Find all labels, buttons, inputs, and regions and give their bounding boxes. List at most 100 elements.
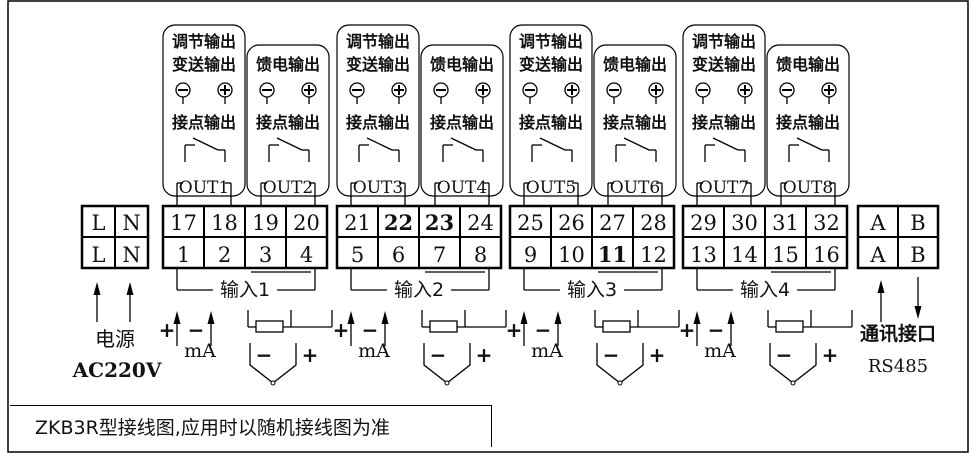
terminal-number[interactable]: 29: [690, 211, 717, 235]
output-box-outline: [162, 24, 246, 197]
arrow-head: [554, 311, 562, 324]
terminal-number[interactable]: 13: [690, 243, 717, 267]
terminal-number[interactable]: 11: [598, 242, 627, 267]
ma-minus-arrow: [727, 311, 735, 346]
terminal-number[interactable]: 20: [293, 211, 320, 235]
terminal-number[interactable]: 12: [640, 243, 667, 267]
tc-plus-sign: +: [476, 343, 493, 367]
terminal-number[interactable]: 15: [772, 243, 799, 267]
terminal-number[interactable]: 32: [813, 211, 840, 235]
terminal-number[interactable]: 27: [599, 211, 626, 235]
terminal-number[interactable]: 22: [384, 210, 413, 235]
terminal-number[interactable]: 28: [640, 211, 667, 235]
ma-minus-arrow: [554, 311, 562, 346]
ma-label: mA: [704, 340, 736, 362]
arrow-head: [93, 282, 101, 295]
output-regulate-label: 调节输出: [519, 32, 583, 51]
terminal-number[interactable]: L: [92, 211, 106, 235]
terminal-number[interactable]: 10: [558, 243, 585, 267]
output-contact-label: 接点输出: [692, 113, 756, 132]
thermocouple-junction-icon: [790, 380, 796, 386]
ma-plus-sign: +: [679, 318, 696, 342]
output-box-b: [420, 44, 504, 197]
terminal-number[interactable]: N: [122, 243, 140, 267]
output-transmit-label: 变送输出: [692, 55, 756, 74]
output-box-b: [766, 44, 850, 197]
input-label: 输入2: [394, 279, 444, 301]
comm-a-arrow: [877, 280, 885, 322]
terminal-number[interactable]: 2: [218, 243, 231, 267]
relay-switch-blade: [192, 137, 219, 151]
output-box-outline: [766, 44, 850, 197]
terminal-number[interactable]: 25: [517, 211, 544, 235]
resistor-icon: [255, 320, 284, 333]
resistor-icon: [775, 320, 804, 333]
output-box-outline: [593, 44, 677, 197]
terminal-number[interactable]: 6: [392, 243, 405, 267]
output-regulate-label: 调节输出: [346, 32, 410, 51]
output-channel-label: OUT6: [610, 178, 660, 198]
output-feed-label: 馈电输出: [430, 55, 494, 74]
relay-switch-blade: [539, 137, 566, 151]
terminal-number[interactable]: A: [869, 243, 886, 267]
output-contact-label: 接点输出: [519, 113, 583, 132]
input-label: 输入1: [220, 279, 270, 301]
terminal-number[interactable]: 1: [177, 243, 190, 267]
arrow-head: [877, 280, 885, 293]
ma-label: mA: [358, 340, 390, 362]
ma-plus-arrow: [173, 311, 181, 346]
arrow-head: [520, 311, 528, 324]
relay-switch-blade: [712, 137, 739, 151]
output-contact-label: 接点输出: [346, 113, 410, 132]
terminal-number[interactable]: 4: [300, 243, 313, 267]
ma-minus-sign: −: [708, 318, 725, 342]
ma-minus-sign: −: [188, 318, 205, 342]
terminal-number[interactable]: 7: [433, 243, 446, 267]
output-channel-label: OUT5: [526, 178, 576, 198]
relay-switch-blade: [366, 137, 393, 151]
terminal-number[interactable]: 31: [772, 211, 799, 235]
arrow-head: [126, 282, 134, 295]
tc-minus-sign: −: [603, 343, 620, 367]
terminal-number[interactable]: B: [910, 211, 925, 235]
terminal-number[interactable]: A: [869, 211, 886, 235]
terminal-number[interactable]: 3: [259, 243, 272, 267]
thermocouple-junction-icon: [617, 380, 623, 386]
tc-plus-sign: +: [649, 343, 666, 367]
terminal-number[interactable]: N: [122, 211, 140, 235]
power-label: 电源: [95, 327, 135, 351]
arrow-head: [914, 306, 922, 319]
ma-minus-arrow: [207, 311, 215, 346]
input-label: 输入3: [567, 279, 617, 301]
terminal-number[interactable]: 9: [524, 243, 537, 267]
terminal-number[interactable]: 16: [813, 243, 840, 267]
terminal-number[interactable]: 18: [211, 211, 238, 235]
relay-switch-blade: [450, 137, 477, 151]
output-box-outline: [336, 24, 420, 197]
terminal-number[interactable]: 21: [344, 211, 371, 235]
terminal-number[interactable]: 8: [474, 243, 487, 267]
output-channel-label: OUT7: [699, 178, 749, 198]
terminal-number[interactable]: B: [910, 243, 925, 267]
terminal-number[interactable]: 26: [558, 211, 585, 235]
relay-switch-blade: [623, 137, 650, 151]
output-box-a: [336, 24, 420, 197]
resistor-icon: [429, 320, 458, 333]
terminal-number[interactable]: 17: [170, 211, 197, 235]
output-channel-label: OUT3: [353, 178, 403, 198]
terminal-number[interactable]: 19: [252, 211, 279, 235]
terminal-number[interactable]: 24: [467, 211, 494, 235]
thermocouple-junction-icon: [444, 380, 450, 386]
resistor-icon: [602, 320, 631, 333]
output-regulate-label: 调节输出: [692, 32, 756, 51]
terminal-number[interactable]: 5: [351, 243, 364, 267]
terminal-number[interactable]: 23: [425, 210, 454, 235]
terminal-number[interactable]: 30: [731, 211, 758, 235]
terminal-number[interactable]: 14: [731, 243, 758, 267]
terminal-number[interactable]: L: [92, 243, 106, 267]
output-contact-label: 接点输出: [776, 113, 840, 132]
ma-plus-sign: +: [159, 318, 176, 342]
arrow-head: [381, 311, 389, 324]
ma-plus-arrow: [347, 311, 355, 346]
